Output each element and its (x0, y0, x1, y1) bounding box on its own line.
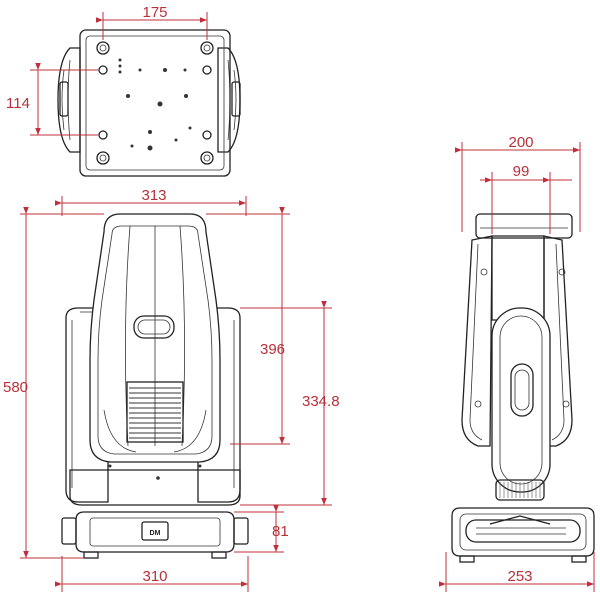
dim-396: 396 (206, 207, 290, 445)
dim-99: 99 (480, 163, 572, 234)
dim-313: 313 (55, 187, 247, 216)
corner-screw-icon (96, 41, 214, 165)
base-display-label: DM (150, 530, 161, 537)
dim-81: 81 (234, 505, 289, 553)
dim-175: 175 (96, 4, 208, 40)
side-view (451, 213, 595, 563)
dim-label-99: 99 (513, 163, 530, 180)
dim-580: 580 (3, 207, 104, 559)
dim-label-175: 175 (142, 4, 167, 21)
vent-grille-icon (129, 387, 181, 439)
dim-label-253: 253 (507, 568, 532, 585)
dim-200: 200 (455, 134, 581, 232)
dim-label-81: 81 (272, 523, 289, 540)
dim-label-396: 396 (260, 341, 285, 358)
front-view: DM (61, 213, 249, 559)
dim-253: 253 (439, 552, 595, 592)
dim-label-200: 200 (508, 134, 533, 151)
dim-334-8: 334.8 (240, 301, 340, 506)
dim-label-310: 310 (142, 568, 167, 585)
dim-label-334-8: 334.8 (302, 393, 340, 410)
dim-label-114: 114 (6, 95, 30, 112)
dim-310: 310 (55, 556, 249, 592)
top-view (57, 29, 241, 177)
dim-114: 114 (6, 63, 98, 136)
dim-label-580: 580 (3, 379, 28, 396)
dim-label-313: 313 (141, 187, 166, 204)
